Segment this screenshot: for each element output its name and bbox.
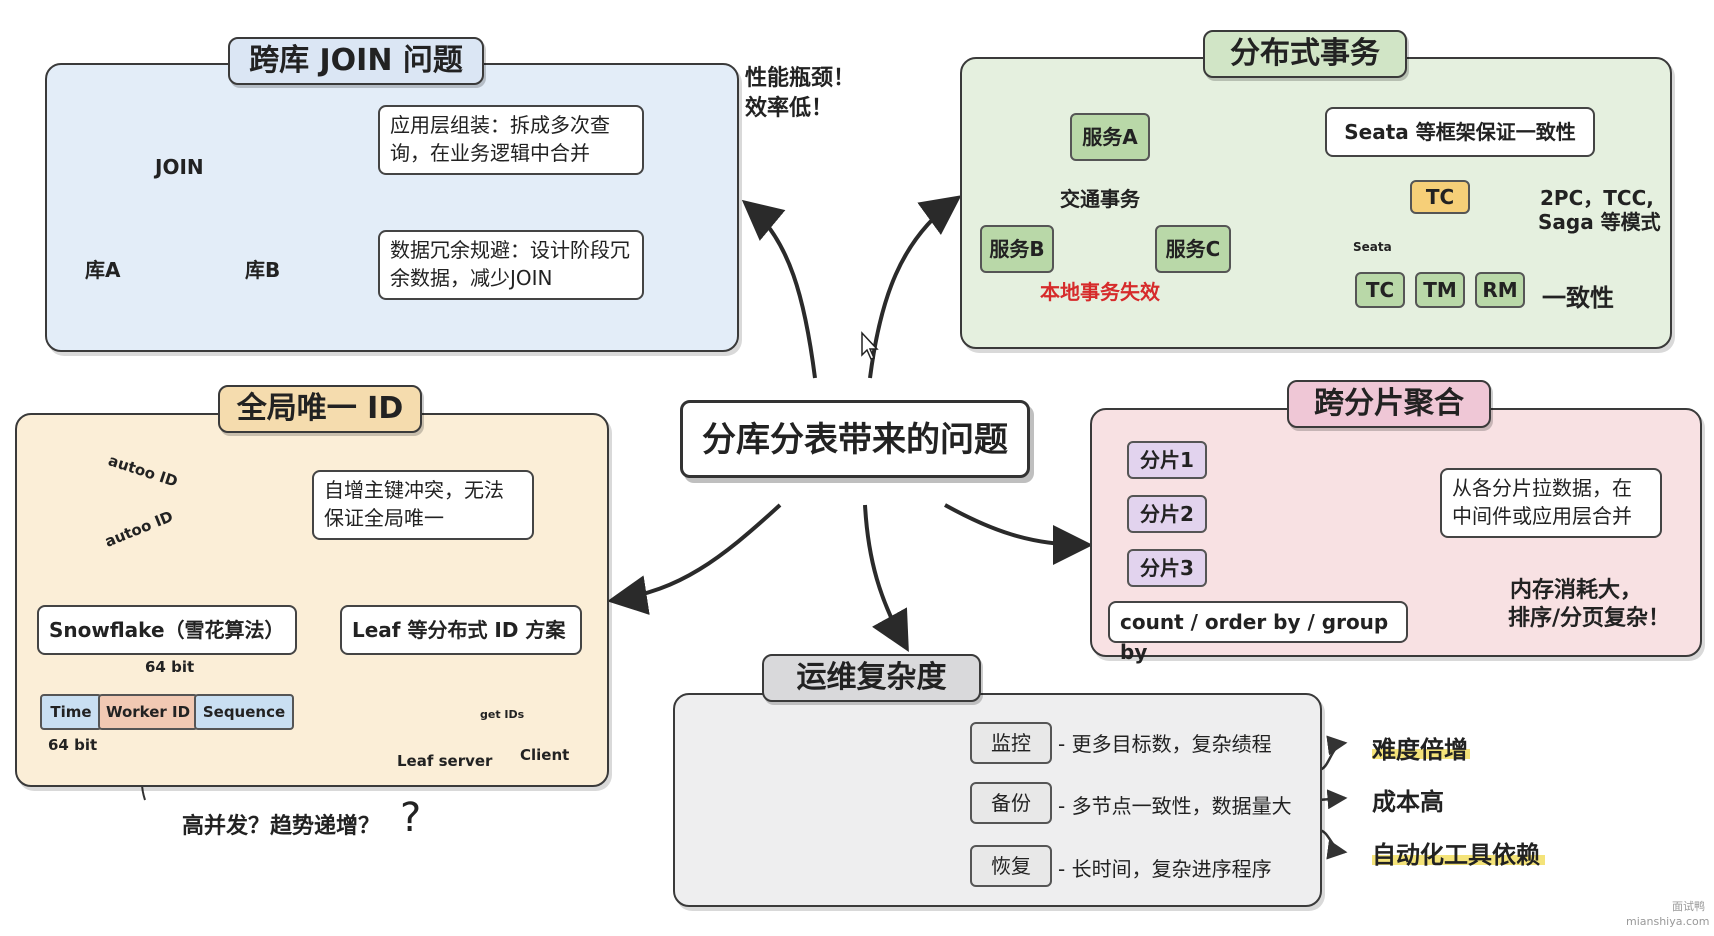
get-ids-label: get IDs xyxy=(480,708,525,721)
gid-title: 全局唯一 ID xyxy=(218,385,422,433)
arrow-to-ops xyxy=(863,504,909,652)
snowflake-box: Snowflake（雪花算法） xyxy=(37,605,297,655)
backup-box: 备份 xyxy=(970,782,1052,824)
tx-title: 分布式事务 xyxy=(1203,30,1407,78)
shard-3: 分片3 xyxy=(1127,549,1207,587)
join-title: 跨库 JOIN 问题 xyxy=(228,37,484,85)
question-mark-icon: ? xyxy=(400,795,422,841)
restore-desc: - 长时间，复杂进序程序 xyxy=(1058,857,1272,881)
tx-panel xyxy=(960,57,1672,349)
arrow-to-join xyxy=(741,199,817,379)
rm-box: RM xyxy=(1475,272,1525,308)
arrow-to-gid xyxy=(607,503,782,615)
db-a-label: 库A xyxy=(85,258,121,282)
service-b-box: 服务B xyxy=(980,225,1054,273)
leaf-server-label: Leaf server xyxy=(397,752,493,770)
seata-small-label: Seata xyxy=(1353,240,1392,254)
center-title: 分库分表带来的问题 xyxy=(680,400,1030,478)
memory-line-1: 内存消耗大， xyxy=(1510,578,1643,603)
tc-top-box: TC xyxy=(1410,180,1470,214)
seata-box: Seata 等框架保证一致性 xyxy=(1325,107,1595,157)
redundancy-box: 数据冗余规避：设计阶段冗余数据，减少JOIN xyxy=(378,230,644,300)
shard-2: 分片2 xyxy=(1127,495,1207,533)
segment-sequence: Sequence xyxy=(194,694,294,730)
pull-box: 从各分片拉数据，在中间件或应用层合并 xyxy=(1440,468,1662,538)
local-fail-label: 本地事务失效 xyxy=(1040,280,1160,304)
arrow-to-tx xyxy=(868,195,962,379)
bottleneck-line-1: 性能瓶颈！ xyxy=(745,66,856,91)
segment-worker-id: Worker ID xyxy=(98,694,198,730)
watermark-line-2: mianshiya.com xyxy=(1626,915,1710,928)
restore-box: 恢复 xyxy=(970,845,1052,887)
leaf-box: Leaf 等分布式 ID 方案 xyxy=(340,605,582,655)
question-label: 高并发？趋势递增？ xyxy=(182,814,381,839)
monitor-box: 监控 xyxy=(970,722,1052,764)
bits-bottom-label: 64 bit xyxy=(48,736,98,754)
ops-title: 运维复杂度 xyxy=(762,654,981,702)
modes-line-1: 2PC，TCC, xyxy=(1540,186,1654,210)
consistency-label: 一致性 xyxy=(1542,284,1614,312)
service-a-box: 服务A xyxy=(1070,113,1150,161)
cross-tx-label: 交通事务 xyxy=(1060,187,1140,211)
tm-box: TM xyxy=(1415,272,1465,308)
result-difficulty: 难度倍增 xyxy=(1372,736,1468,764)
watermark-line-1: 面试鸭 xyxy=(1672,900,1705,913)
agg-title: 跨分片聚合 xyxy=(1287,380,1491,428)
result-cost: 成本高 xyxy=(1372,788,1444,816)
shard-1: 分片1 xyxy=(1127,441,1207,479)
backup-desc: - 多节点一致性，数据量大 xyxy=(1058,794,1292,818)
app-layer-box: 应用层组装：拆成多次查询，在业务逻辑中合并 xyxy=(378,105,644,175)
service-c-box: 服务C xyxy=(1155,225,1231,273)
bits-top-label: 64 bit xyxy=(145,658,195,676)
segment-time: Time xyxy=(40,694,102,730)
bottleneck-line-2: 效率低！ xyxy=(745,96,834,121)
monitor-desc: - 更多目标数，复杂绩程 xyxy=(1058,732,1272,756)
center-arrows xyxy=(607,195,1093,652)
db-b-label: 库B xyxy=(245,258,281,282)
join-label: JOIN xyxy=(155,155,204,179)
result-automation: 自动化工具依赖 xyxy=(1372,841,1540,869)
memory-line-2: 排序/分页复杂！ xyxy=(1508,606,1671,631)
arrow-to-agg xyxy=(944,503,1093,565)
cursor-icon xyxy=(861,331,879,360)
query-box: count / order by / group by xyxy=(1108,601,1408,664)
client-label: Client xyxy=(520,746,570,764)
modes-line-2: Saga 等模式 xyxy=(1538,210,1661,234)
tc-box: TC xyxy=(1355,272,1405,308)
conflict-box: 自增主键冲突，无法保证全局唯一 xyxy=(312,470,534,540)
